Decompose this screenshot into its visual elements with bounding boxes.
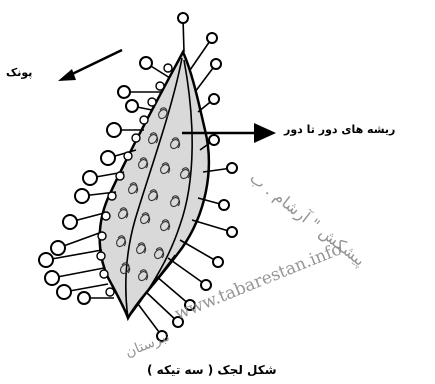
fiber-tip <box>63 215 77 229</box>
fiber-tip <box>51 241 65 255</box>
fiber-stalk <box>180 240 218 262</box>
figure-caption: شکل لجک ( سه تیکه ) <box>147 363 277 377</box>
edge-bead <box>108 192 116 200</box>
fiber-tip <box>83 171 97 185</box>
edge-bead <box>100 270 108 278</box>
fiber-tip <box>207 33 217 43</box>
fiber-tip <box>101 151 115 165</box>
fiber-tip <box>107 123 121 137</box>
fiber-tip <box>209 94 219 104</box>
arrow-ponak <box>58 50 122 81</box>
fiber-tip <box>45 271 59 285</box>
edge-bead <box>164 64 172 72</box>
label-surrounding-fibers: ریشه های دور تا دور <box>284 123 395 136</box>
fiber-tip <box>219 200 229 210</box>
fiber-tip <box>178 13 188 23</box>
edge-bead <box>156 82 164 90</box>
fiber-tip <box>75 189 89 203</box>
edge-bead <box>148 98 156 106</box>
fiber-tip <box>209 135 219 145</box>
fiber-tip <box>201 280 211 290</box>
edge-bead <box>102 212 110 220</box>
fiber-tip <box>211 59 221 69</box>
edge-bead <box>106 288 114 296</box>
fiber-tip <box>140 57 152 69</box>
edge-bead <box>116 172 124 180</box>
edge-bead <box>124 152 132 160</box>
edge-bead <box>97 252 105 260</box>
fiber-tip <box>57 285 71 299</box>
fiber-tip <box>39 253 53 267</box>
fiber-tip <box>213 257 223 267</box>
fiber-tip <box>126 100 138 112</box>
fiber-stalk <box>168 258 206 285</box>
edge-bead <box>140 116 148 124</box>
fiber-tip <box>227 227 237 237</box>
edge-bead <box>132 134 140 142</box>
fiber-tip <box>78 292 90 304</box>
fiber-stalk <box>192 220 232 232</box>
fiber-tip <box>118 86 130 98</box>
fiber-tip <box>227 163 237 173</box>
label-ponak: پونک <box>6 66 32 79</box>
edge-bead <box>98 232 106 240</box>
